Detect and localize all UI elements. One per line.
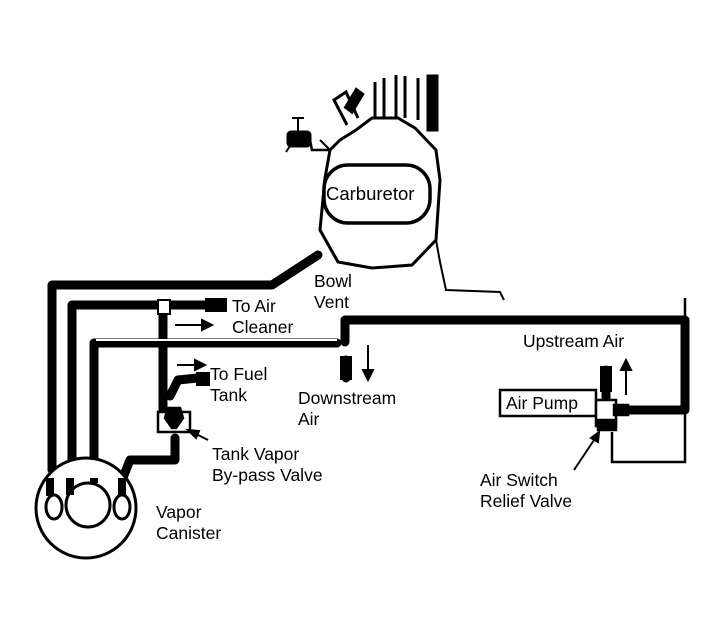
air-switch-relief-valve-label: Air Switch Relief Valve: [480, 470, 573, 511]
carburetor-label: Carburetor: [326, 183, 415, 204]
hose-ends: [157, 298, 612, 392]
vapor-canister: [34, 456, 138, 560]
vapor-canister-label: Vapor Canister: [156, 502, 222, 543]
bowl-vent-label: Bowl Vent: [314, 271, 352, 312]
flow-arrows: [175, 318, 633, 471]
tank-vapor-bypass-valve-label: Tank Vapor By-pass Valve: [212, 444, 323, 485]
downstream-air-label: Downstream Air: [298, 388, 397, 429]
air-pump-label: Air Pump: [506, 393, 578, 413]
upstream-air-label: Upstream Air: [523, 331, 625, 351]
carburetor: [285, 74, 505, 301]
to-fuel-tank-label: To Fuel Tank: [210, 364, 268, 405]
tank-vapor-bypass-valve: [156, 406, 192, 434]
thin-lines: [96, 298, 687, 464]
to-air-cleaner-label: To Air Cleaner: [232, 296, 294, 337]
air-switch-relief-valve: [594, 398, 630, 432]
